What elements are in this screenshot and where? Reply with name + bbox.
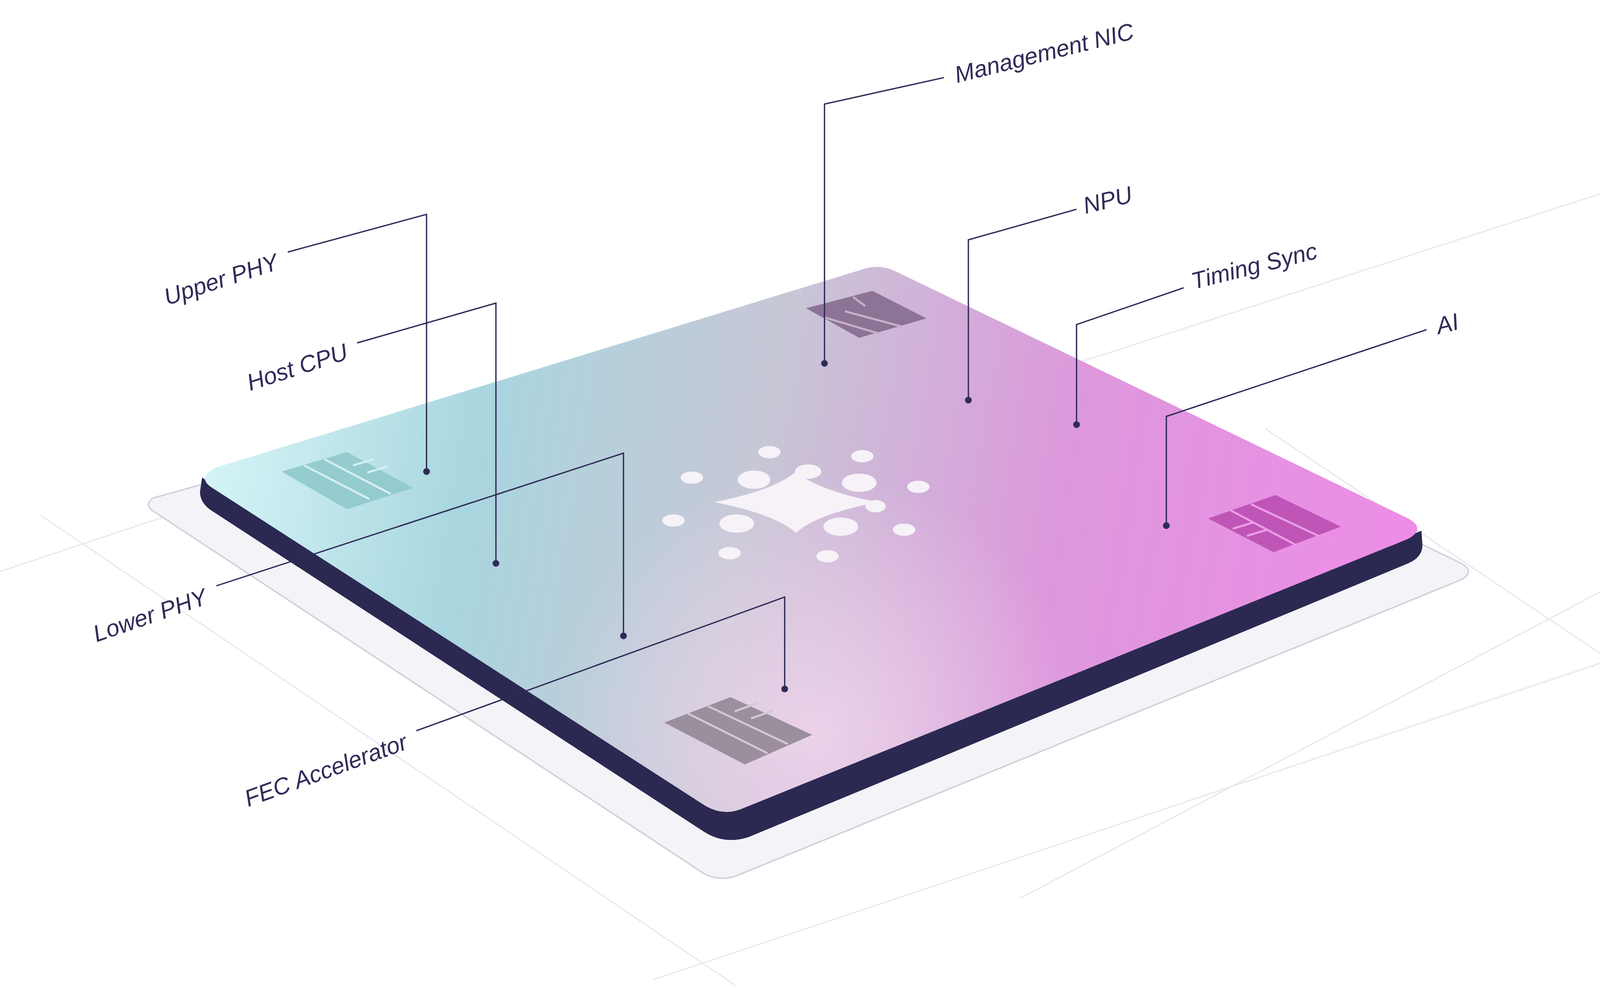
leader-dot: [423, 359, 1170, 693]
leader-line: [216, 77, 1427, 731]
floor-grid: [0, 193, 1600, 985]
chip-icon: [664, 696, 813, 765]
chip-icon: [1208, 494, 1342, 552]
callout-label: Management NIC: [951, 18, 1137, 89]
callout-label: Upper PHY: [160, 248, 282, 311]
chip-icon: [281, 451, 414, 509]
callout-label: FEC Accelerator: [241, 728, 411, 812]
callout-label: Timing Sync: [1188, 237, 1320, 295]
logo-mark: [662, 446, 930, 563]
callout-label: Lower PHY: [89, 583, 211, 647]
callout-label: AI: [1433, 308, 1462, 340]
callout-label: NPU: [1080, 181, 1135, 219]
callout-label: Host CPU: [243, 338, 351, 396]
board-face: [205, 266, 1418, 812]
